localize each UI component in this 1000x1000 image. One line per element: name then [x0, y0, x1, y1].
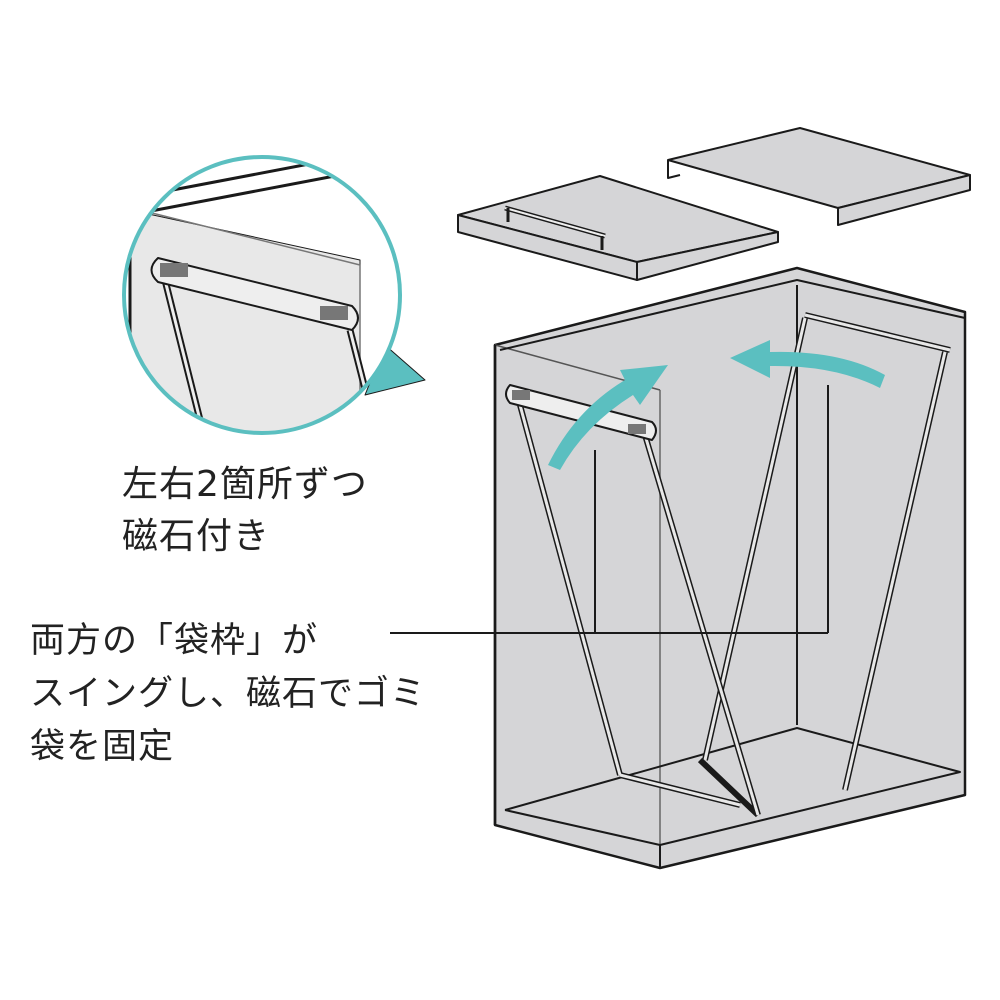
frame-caption-line1: 両方の「袋枠」が	[30, 621, 319, 661]
magnet-caption-line2: 磁石付き	[122, 516, 271, 557]
left-lid	[457, 175, 779, 281]
frame-caption-line3: 袋を固定	[30, 727, 175, 767]
magnet-icon	[512, 390, 530, 400]
magnet-detail-callout	[122, 155, 426, 435]
magnet-icon	[320, 306, 348, 320]
frame-caption-line2: スイングし、磁石でゴミ	[30, 674, 427, 714]
magnet-icon	[628, 424, 646, 434]
magnet-icon	[160, 263, 188, 277]
bag-frame-left[interactable]	[505, 384, 761, 818]
leader-lines	[390, 385, 829, 634]
right-lid	[667, 127, 971, 226]
swing-arrow-icon	[548, 340, 885, 470]
magnet-caption-line1: 左右2箇所ずつ	[122, 464, 368, 505]
